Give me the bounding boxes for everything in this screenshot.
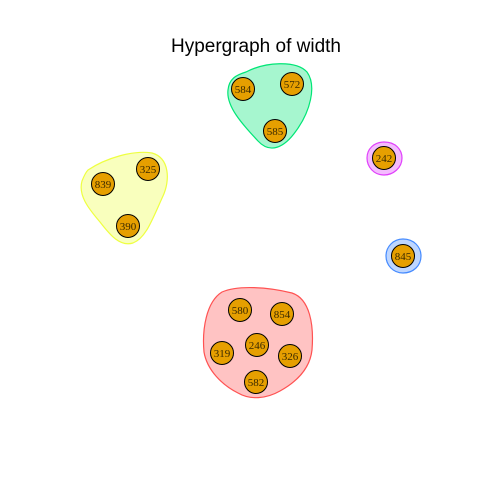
node-572: 572 [280, 72, 304, 96]
node-label: 246 [249, 340, 266, 352]
nodes-layer: 584 572 585 839 325 390 242 845 580 854 319 246 326 5… [91, 72, 415, 394]
node-580: 580 [228, 298, 252, 322]
node-circle [270, 302, 294, 326]
node-label: 572 [284, 79, 301, 91]
node-label: 585 [267, 126, 284, 138]
node-582: 582 [244, 370, 268, 394]
node-label: 390 [120, 221, 137, 233]
node-circle [245, 333, 269, 357]
node-390: 390 [116, 214, 140, 238]
node-854: 854 [270, 302, 294, 326]
node-circle [116, 214, 140, 238]
node-circle [372, 146, 396, 170]
node-label: 584 [235, 84, 252, 96]
node-circle [244, 370, 268, 394]
node-circle [228, 298, 252, 322]
node-circle [263, 119, 287, 143]
node-label: 242 [376, 153, 393, 165]
node-circle [136, 157, 160, 181]
node-label: 325 [140, 164, 157, 176]
node-319: 319 [210, 341, 234, 365]
node-label: 319 [214, 348, 231, 360]
node-325: 325 [136, 157, 160, 181]
node-label: 580 [232, 305, 249, 317]
node-label: 326 [282, 351, 299, 363]
node-584: 584 [231, 77, 255, 101]
chart-title: Hypergraph of width [171, 36, 341, 57]
node-845: 845 [391, 244, 415, 268]
node-246: 246 [245, 333, 269, 357]
node-circle [278, 344, 302, 368]
node-label: 845 [395, 251, 412, 263]
node-839: 839 [91, 172, 115, 196]
node-label: 854 [274, 309, 291, 321]
node-242: 242 [372, 146, 396, 170]
node-label: 839 [95, 179, 112, 191]
node-circle [210, 341, 234, 365]
node-circle [231, 77, 255, 101]
node-label: 582 [248, 377, 265, 389]
node-circle [280, 72, 304, 96]
node-585: 585 [263, 119, 287, 143]
node-circle [391, 244, 415, 268]
node-326: 326 [278, 344, 302, 368]
node-circle [91, 172, 115, 196]
